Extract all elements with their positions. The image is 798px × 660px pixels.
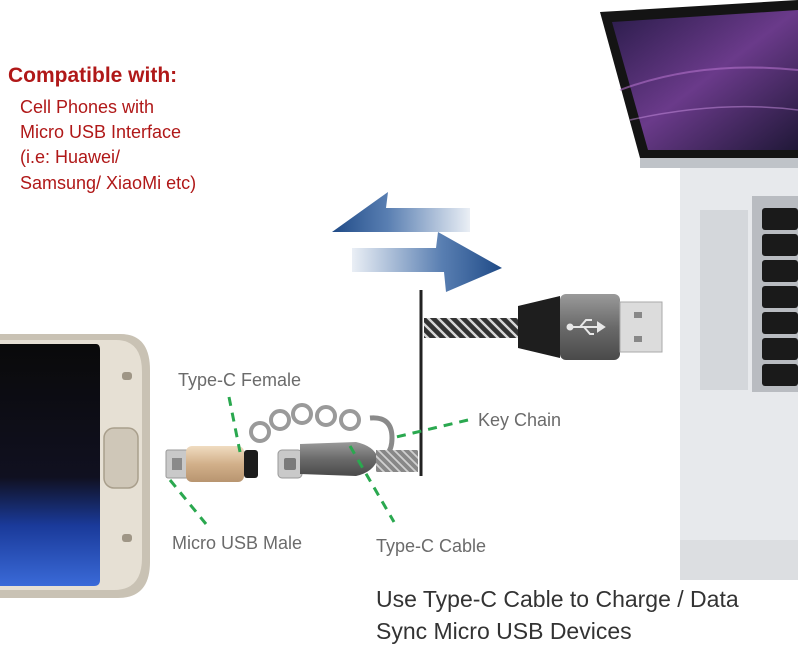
compatibility-line: Samsung/ XiaoMi etc) [20, 173, 197, 193]
micro-usb-adapter [165, 446, 258, 482]
keyboard-keys [762, 208, 798, 386]
laptop [600, 0, 798, 580]
compatibility-line: (i.e: Huawei/ [20, 147, 121, 167]
label-type-c-cable: Type-C Cable [376, 536, 487, 556]
type-c-cable [277, 442, 418, 479]
key-chain [249, 403, 395, 461]
compatibility-line: Cell Phones with [20, 97, 155, 117]
leader-lines [168, 396, 469, 525]
compatibility-line: Micro USB Interface [20, 122, 182, 142]
caption-line-2: Sync Micro USB Devices [376, 618, 632, 644]
usb-a-cable [424, 294, 663, 360]
smartphone [0, 334, 150, 598]
compatibility-heading: Compatible with: [8, 64, 178, 87]
label-key-chain: Key Chain [478, 410, 562, 430]
label-micro-usb-male: Micro USB Male [172, 533, 303, 553]
caption-line-1: Use Type-C Cable to Charge / Data [376, 586, 739, 612]
exchange-arrows-icon [332, 192, 502, 292]
label-type-c-female: Type-C Female [178, 370, 302, 390]
usb-trident-icon [566, 319, 606, 335]
